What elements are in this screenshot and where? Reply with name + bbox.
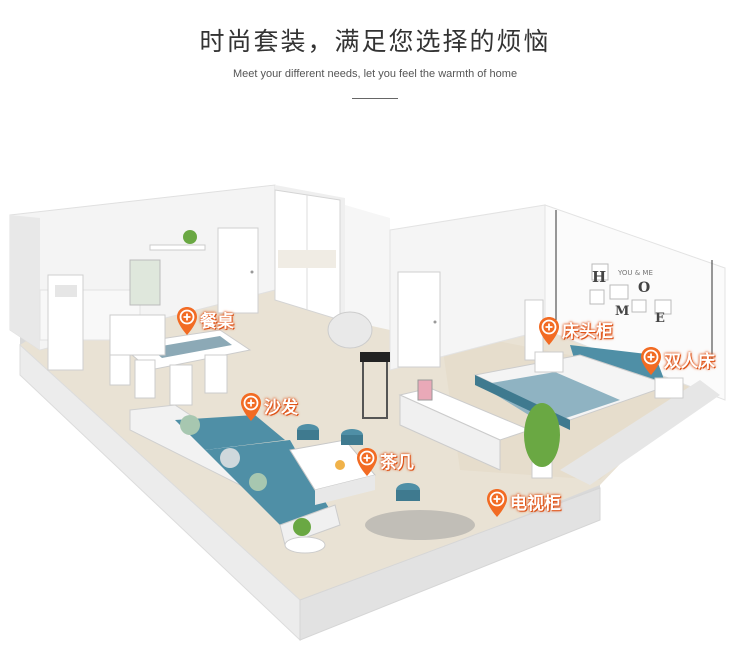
dining-door-knob — [250, 270, 254, 274]
photo-frame-3 — [589, 289, 605, 305]
rug — [365, 510, 475, 540]
hotspot-label: 双人床 — [664, 352, 715, 372]
cushion-1 — [180, 415, 200, 435]
home-letter-m: M — [615, 304, 629, 319]
bed-blanket — [480, 372, 620, 425]
wall-shelf — [149, 244, 206, 251]
bedroom-door-knob — [433, 320, 437, 324]
plus-pin-icon — [487, 489, 507, 517]
side-table-plant — [293, 518, 311, 536]
title-divider — [352, 98, 398, 99]
hotspot-label: 电视柜 — [510, 494, 561, 514]
photo-frame-5 — [631, 299, 647, 313]
center-back-wall — [345, 205, 390, 330]
dining-chair-2 — [134, 359, 156, 399]
shelf-plant — [183, 230, 197, 244]
page-title: 时尚套装，满足您选择的烦恼 — [199, 27, 551, 56]
home-letter-h: H — [592, 268, 606, 286]
dining-door — [217, 227, 259, 314]
hotspot-label: 茶几 — [380, 453, 414, 473]
cushion-3 — [249, 473, 267, 491]
nightstand-right — [654, 377, 684, 399]
hotspot-label: 床头柜 — [562, 322, 613, 342]
photo-frame-2 — [609, 284, 629, 300]
nightstand-left — [534, 351, 564, 373]
table-runner — [150, 336, 232, 358]
left-wall-end — [10, 215, 40, 350]
home-letter-e: E — [655, 311, 665, 326]
plus-pin-icon — [357, 448, 377, 476]
plus-pin-icon — [641, 347, 661, 375]
plus-pin-icon — [241, 393, 261, 421]
lamp-shade — [360, 352, 390, 362]
stool-2-body — [341, 435, 363, 445]
photo-frame-4 — [654, 299, 672, 315]
cushion-2 — [220, 448, 240, 468]
ac-panel — [55, 285, 77, 297]
plus-pin-icon — [177, 307, 197, 335]
front-wall-right — [299, 487, 601, 641]
coffee-table-side — [315, 475, 375, 505]
plus-pin-icon — [539, 317, 559, 345]
page-subtitle: Meet your different needs, let you feel … — [232, 68, 518, 80]
you-and-me-text: YOU & ME — [617, 269, 653, 277]
lounge-chair — [327, 311, 373, 349]
sideboard — [109, 314, 166, 356]
dining-chair-4 — [204, 354, 228, 394]
tv-frame — [417, 379, 433, 401]
bedroom-door — [397, 271, 441, 368]
tall-plant — [524, 403, 560, 467]
tv-cabinet-front — [399, 394, 501, 471]
fruit-bowl — [335, 460, 345, 470]
home-letter-o: O — [638, 280, 650, 296]
dining-chair-3 — [169, 364, 193, 406]
stool-3-body — [396, 490, 420, 501]
sofa-seat-left — [175, 415, 285, 450]
stool-1-body — [297, 430, 319, 440]
air-conditioner — [47, 274, 84, 371]
front-wall-bedroom — [560, 380, 720, 485]
hotspot-label: 沙发 — [264, 398, 298, 418]
side-table — [284, 536, 326, 554]
hotspot-label: 餐桌 — [200, 312, 234, 332]
wall-picture — [129, 259, 161, 306]
cabinet-shelf — [278, 250, 336, 268]
photo-frame-1 — [591, 263, 609, 281]
